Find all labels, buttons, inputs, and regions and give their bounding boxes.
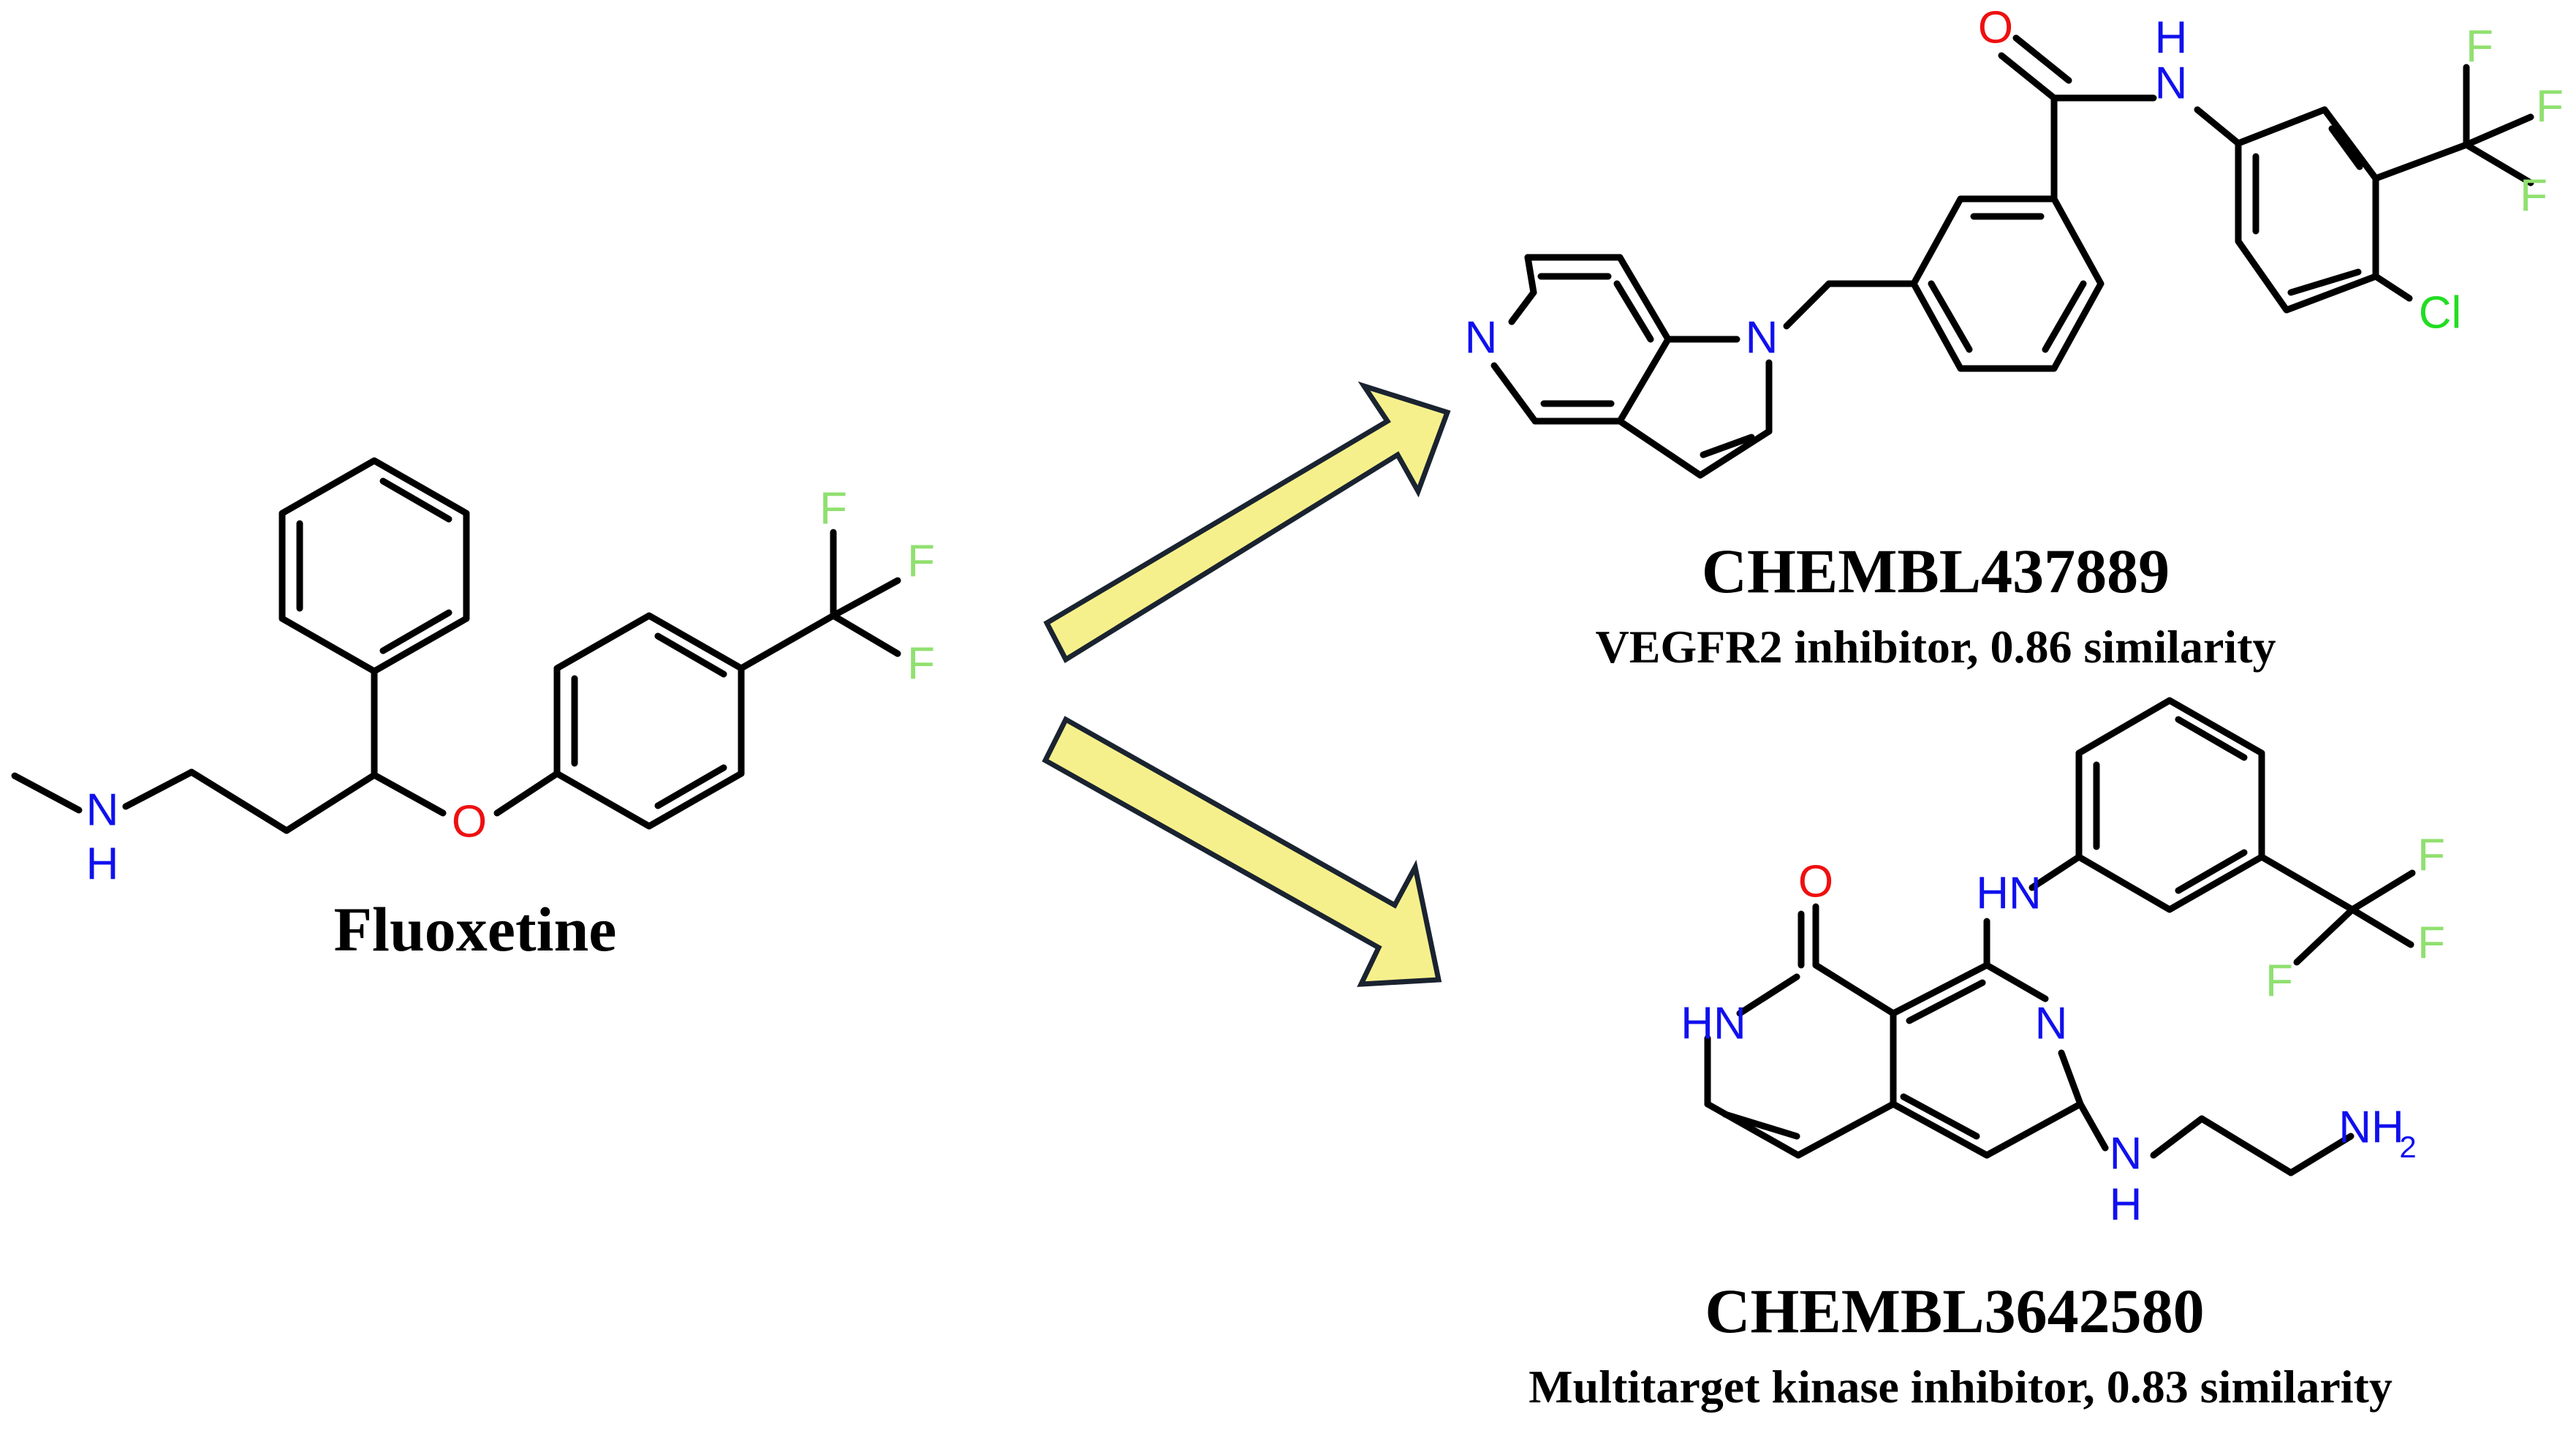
chembl3642580-f1: F: [2417, 830, 2445, 880]
chembl437889-amide-n: N: [2155, 58, 2188, 108]
chembl437889-structure: N N O H N F F F Cl: [1465, 2, 2564, 479]
chembl3642580-lactam-nh: HN: [1681, 998, 1746, 1048]
arrow-to-chembl437889: [1043, 381, 1451, 663]
chembl3642580-f2: F: [2417, 918, 2445, 968]
chembl437889-label: CHEMBL437889: [1702, 536, 2170, 606]
chembl437889-indole-n: N: [1746, 312, 1778, 363]
fluoxetine-f1: F: [819, 483, 847, 534]
chembl3642580-amine-h: H: [2110, 1179, 2143, 1230]
chembl3642580-nh2-label: NH: [2338, 1102, 2404, 1152]
chembl437889-f1: F: [2466, 21, 2493, 72]
chembl3642580-label: CHEMBL3642580: [1705, 1276, 2204, 1346]
chembl437889-description: VEGFR2 inhibitor, 0.86 similarity: [1595, 621, 2276, 673]
chembl3642580-carbonyl-o: O: [1798, 856, 1833, 907]
arrow-to-chembl3642580: [1042, 716, 1442, 987]
chembl437889-pyridine-n: N: [1465, 312, 1498, 363]
fluoxetine-f2: F: [907, 536, 935, 586]
chembl437889-amide-h: H: [2155, 12, 2188, 63]
fluoxetine-ether-o: O: [452, 796, 487, 847]
chembl437889-cl: Cl: [2419, 287, 2462, 338]
chembl437889-carbonyl-o: O: [1978, 2, 2013, 53]
fluoxetine-amine-h: H: [86, 839, 119, 889]
chembl3642580-structure: O HN HN N N H NH 2 F F F: [1681, 697, 2445, 1230]
chembl3642580-f3: F: [2265, 956, 2293, 1006]
fluoxetine-f3: F: [907, 638, 935, 689]
chembl437889-f2: F: [2536, 81, 2564, 132]
fluoxetine-amine-n: N: [86, 785, 119, 835]
chembl3642580-description: Multitarget kinase inhibitor, 0.83 simil…: [1528, 1361, 2393, 1413]
chembl3642580-amine-n: N: [2110, 1128, 2143, 1179]
fluoxetine-structure: N H O F F F: [11, 457, 935, 889]
chembl437889-f3: F: [2520, 170, 2547, 221]
chembl3642580-pyridine-n: N: [2035, 998, 2068, 1048]
chembl3642580-nh2-subscript: 2: [2399, 1130, 2416, 1164]
chembl3642580-aniline-nh: HN: [1976, 868, 2042, 918]
fluoxetine-label: Fluoxetine: [334, 894, 617, 964]
